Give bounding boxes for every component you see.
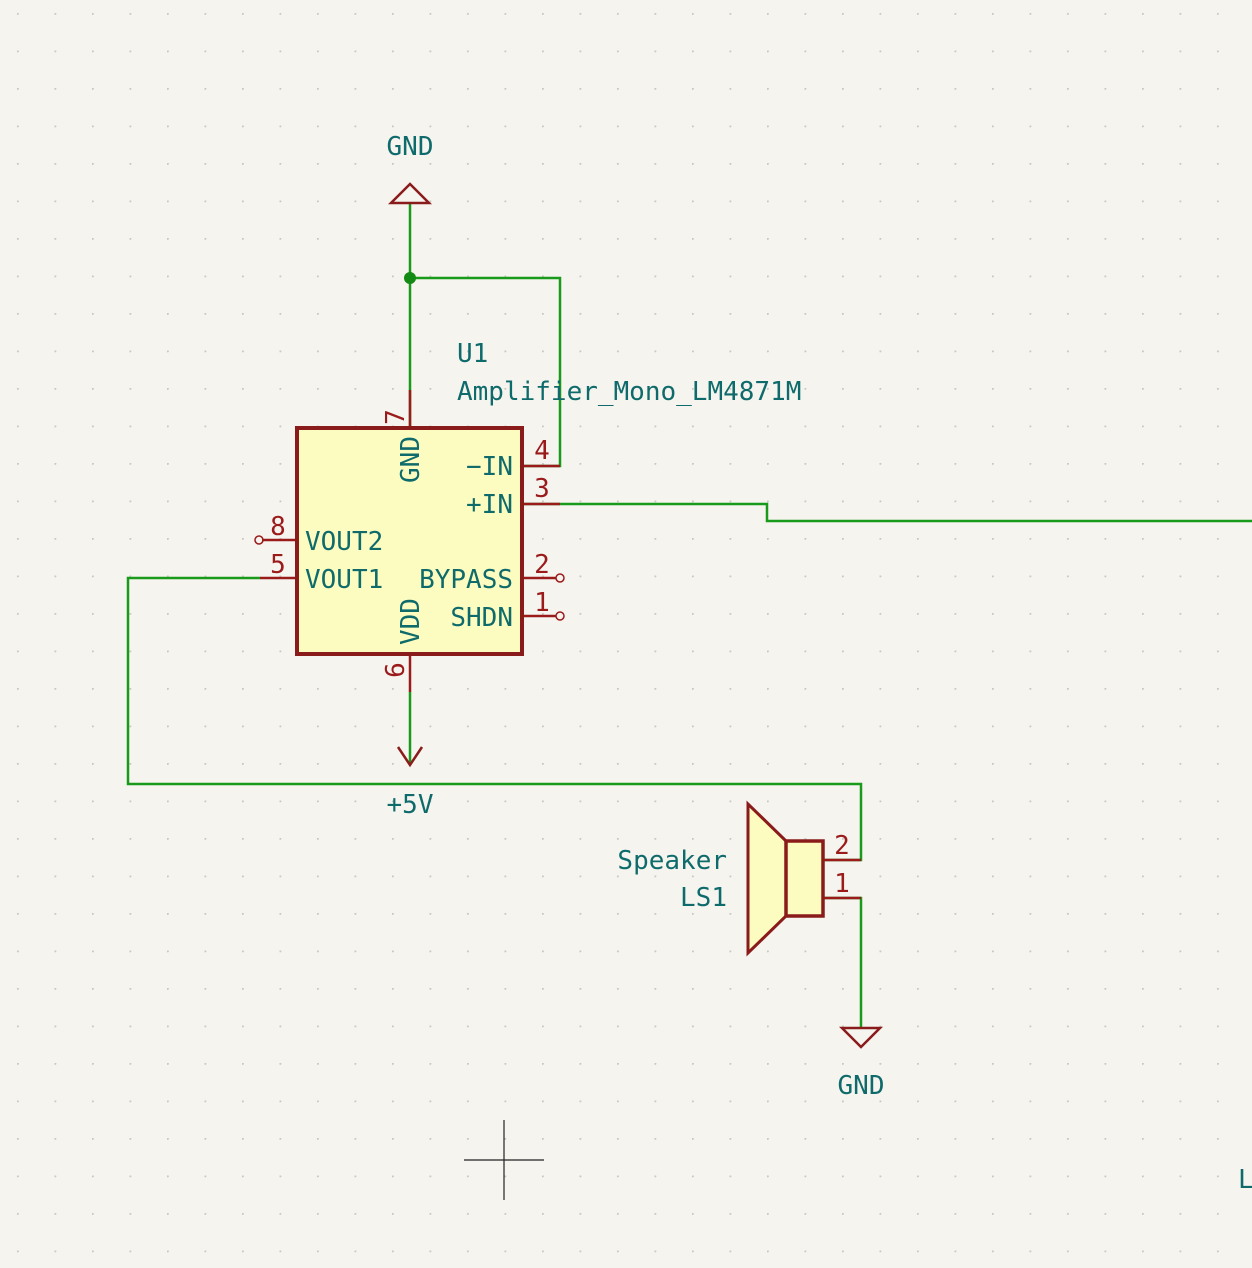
vcc-power-icon — [396, 746, 424, 768]
pin-name-plus-in: +IN — [466, 490, 513, 520]
gnd-power-icon — [838, 1026, 884, 1049]
u1-amplifier[interactable]: U1 Amplifier_Mono_LM4871M 7 4 3 8 5 2 1 … — [254, 339, 801, 692]
pin-name-shdn: SHDN — [450, 603, 513, 633]
pin-number-5: 5 — [270, 550, 286, 580]
pin-name-vdd: VDD — [396, 598, 426, 645]
pin-name-vout2: VOUT2 — [305, 527, 383, 557]
pin-number-1: 1 — [534, 588, 550, 618]
pin-name-vout1: VOUT1 — [305, 565, 383, 595]
speaker-icon — [746, 800, 825, 957]
gnd-power-icon — [387, 182, 433, 205]
ls1-pin-number-2: 2 — [834, 831, 850, 861]
ls1-speaker[interactable]: 2 1 Speaker LS1 — [617, 800, 861, 957]
no-connect-icon — [555, 573, 565, 583]
u1-reference: U1 — [457, 339, 488, 369]
vcc-label: +5V — [387, 790, 434, 820]
u1-value: Amplifier_Mono_LM4871M — [457, 377, 801, 407]
clipped-label: L — [1238, 1165, 1252, 1195]
pin-number-8: 8 — [270, 512, 286, 542]
pin-name-bypass: BYPASS — [419, 565, 513, 595]
no-connect-icon — [254, 535, 264, 545]
gnd-power-bottom[interactable]: GND — [838, 1026, 885, 1101]
gnd-power-top[interactable]: GND — [387, 132, 434, 205]
ls1-value: Speaker — [617, 846, 727, 876]
pin-name-gnd: GND — [396, 436, 426, 483]
vcc-power-5v[interactable]: +5V — [387, 746, 434, 820]
pin-number-6: 6 — [381, 662, 411, 678]
ls1-pin-number-1: 1 — [834, 869, 850, 899]
pin-number-4: 4 — [534, 436, 550, 466]
gnd-bottom-label: GND — [838, 1071, 885, 1101]
crosshair-cursor-icon — [464, 1120, 544, 1200]
junction-dot-icon — [404, 272, 416, 284]
u1-body — [295, 426, 524, 656]
pin-name-minus-in: −IN — [466, 452, 513, 482]
pin-number-3: 3 — [534, 474, 550, 504]
no-connect-icon — [555, 611, 565, 621]
pin-number-2: 2 — [534, 550, 550, 580]
wire-plus-in[interactable] — [524, 502, 1252, 523]
pin-number-7: 7 — [381, 409, 411, 425]
ls1-reference: LS1 — [680, 883, 727, 913]
gnd-top-label: GND — [387, 132, 434, 162]
